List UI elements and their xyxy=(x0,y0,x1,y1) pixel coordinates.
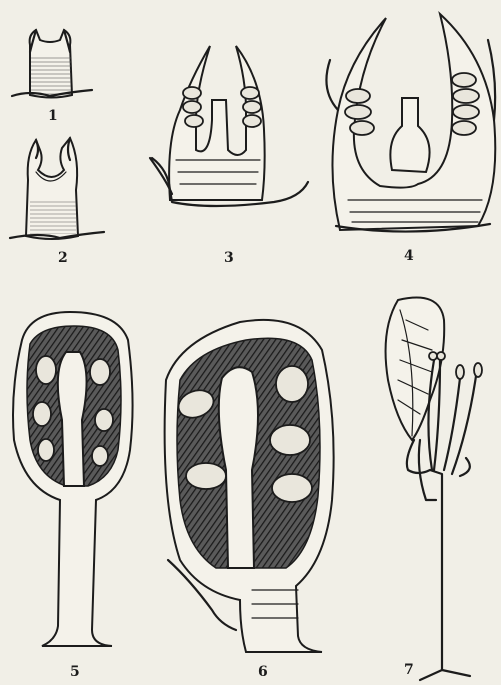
figure-1-drawing xyxy=(12,30,92,98)
figure-4-drawing xyxy=(326,14,495,232)
figure-6-drawing xyxy=(165,320,334,652)
figure-3-label: 3 xyxy=(224,250,234,266)
figure-5-drawing xyxy=(13,312,133,646)
figure-2-drawing xyxy=(10,138,104,239)
figure-1-label: 1 xyxy=(48,108,58,124)
figure-2-label: 2 xyxy=(58,250,68,266)
figure-3-drawing xyxy=(150,46,308,206)
figure-7-label: 7 xyxy=(404,662,414,678)
figure-5-label: 5 xyxy=(70,664,80,680)
figure-6-label: 6 xyxy=(258,664,268,680)
figure-7-drawing xyxy=(386,298,482,681)
figure-4-label: 4 xyxy=(404,248,414,264)
